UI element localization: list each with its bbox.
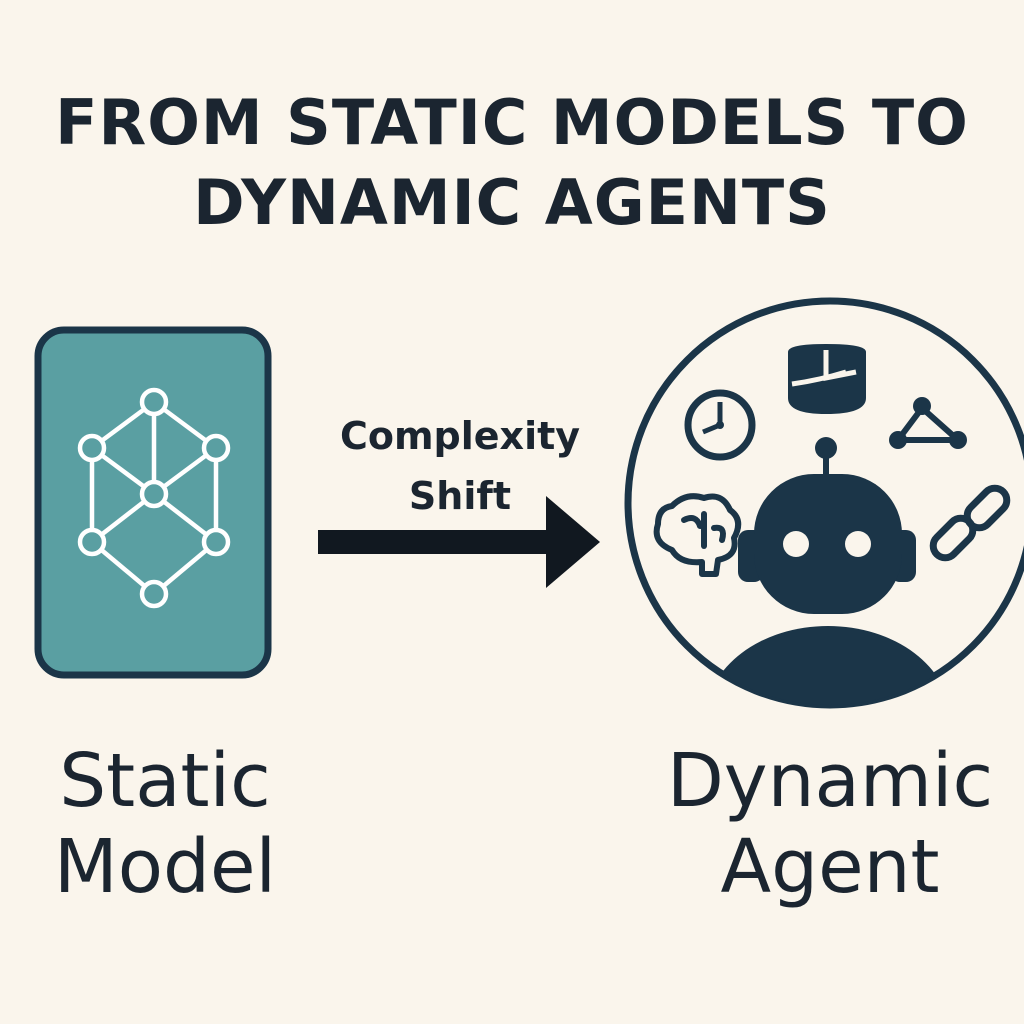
- complexity-arrow: [318, 496, 600, 588]
- clock-icon: [684, 389, 756, 461]
- arrow-label-line-1: Complexity: [339, 414, 581, 458]
- arrow-label-line-2: Shift: [408, 474, 512, 518]
- static-model-card: [34, 326, 272, 679]
- robot-icon: [706, 437, 950, 705]
- static-model-label-line-2: Model: [53, 824, 277, 910]
- title-line-2: DYNAMIC AGENTS: [193, 166, 831, 239]
- dynamic-agent-circle: [624, 297, 1024, 709]
- static-model-label-line-1: Static: [59, 738, 271, 824]
- dynamic-agent-label-line-1: Dynamic: [666, 738, 994, 824]
- static-model-label: Static Model: [20, 738, 310, 910]
- dynamic-agent-label: Dynamic Agent: [640, 738, 1020, 910]
- chain-link-icon: [929, 484, 1011, 562]
- triangle-network-icon: [889, 397, 967, 449]
- dynamic-agent-label-line-2: Agent: [720, 824, 940, 910]
- brain-icon: [653, 493, 742, 577]
- title-line-1: FROM STATIC MODELS TO: [55, 86, 969, 159]
- network-graph-icon: [77, 387, 231, 609]
- pie-chart-icon: [788, 344, 866, 414]
